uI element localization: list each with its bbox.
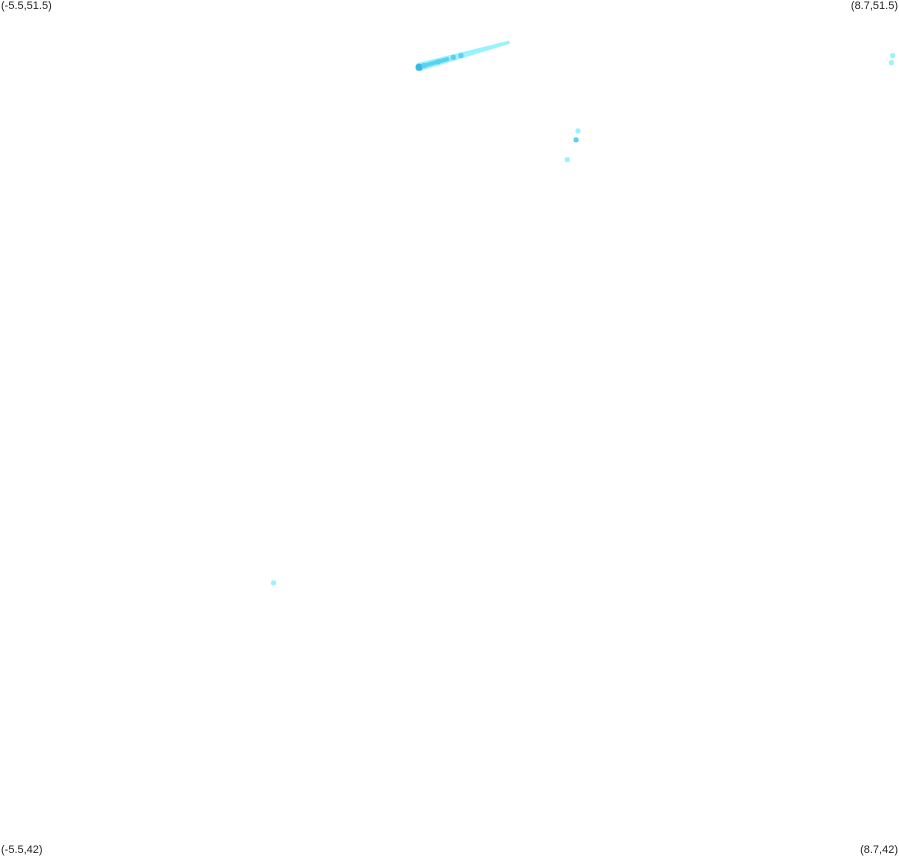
map-point-6[interactable] — [575, 128, 581, 134]
corner-label-bottom-right: (8.7,42) — [860, 844, 898, 856]
map-point-8[interactable] — [564, 157, 570, 163]
map-point-4[interactable] — [450, 54, 456, 60]
map-point-1[interactable] — [415, 63, 423, 71]
map-point-10[interactable] — [888, 60, 894, 66]
map-point-2[interactable] — [421, 63, 427, 68]
corner-label-top-left: (-5.5,51.5) — [1, 0, 52, 12]
map-point-3[interactable] — [435, 59, 441, 65]
corner-label-bottom-left: (-5.5,42) — [1, 844, 43, 856]
map-point-9[interactable] — [890, 53, 896, 59]
map-point-11[interactable] — [271, 580, 276, 586]
corner-label-top-right: (8.7,51.5) — [850, 0, 898, 12]
route-track — [416, 40, 511, 72]
map-point-5[interactable] — [458, 53, 464, 59]
map-point-7[interactable] — [573, 137, 579, 143]
